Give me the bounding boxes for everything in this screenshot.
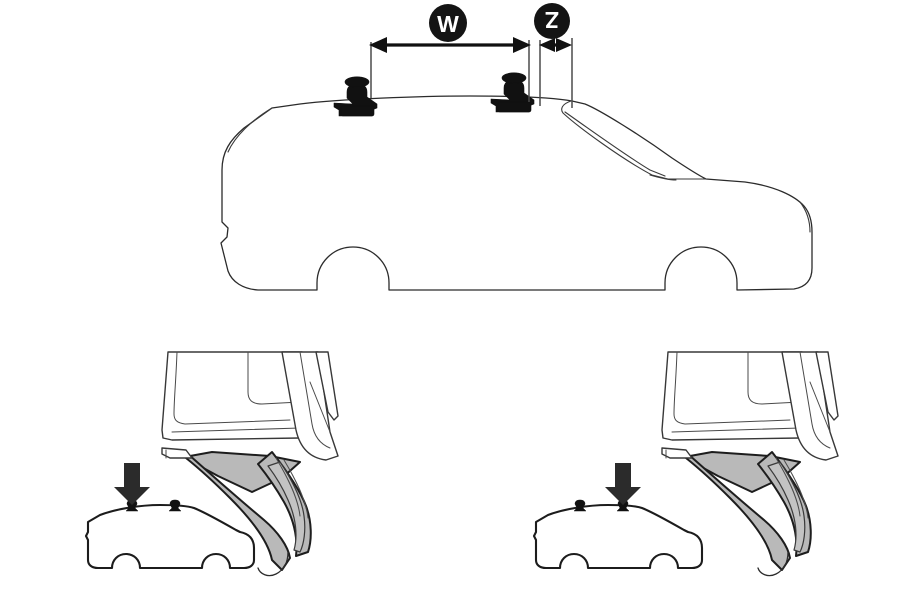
weatherstrip-return-hook-right	[757, 551, 789, 577]
dimension-z-line	[539, 38, 572, 52]
roof-rail-crease-b	[309, 381, 331, 433]
gray-fin-inner-fold-right	[767, 461, 806, 553]
badge-z-circle	[534, 3, 570, 39]
rear-rack-foot	[490, 72, 535, 113]
rear-hatch-lower-lip	[649, 174, 677, 181]
rear-hatch-spoiler	[561, 100, 707, 180]
dimension-badge-w: W	[429, 4, 467, 42]
gray-fin-inner-fold	[267, 461, 306, 553]
gray-fin-crease-2-right	[783, 459, 809, 519]
mini-vehicle-front-position	[84, 463, 256, 570]
badge-z-label: Z	[545, 7, 559, 33]
door-belt-line	[171, 427, 301, 433]
front-door-frame-detail-panel	[84, 351, 339, 577]
roof-rail-pillar-right	[781, 351, 839, 461]
gray-fin-crease-1	[275, 457, 301, 517]
badge-w-circle	[429, 4, 467, 42]
roof-rail-crease-a-right	[799, 351, 831, 449]
front-rack-foot	[333, 76, 378, 117]
weatherstrip-return-hook	[257, 551, 289, 577]
outer-rail-strip-right	[815, 351, 839, 421]
vehicle-body-outline	[220, 95, 813, 291]
outer-rail-strip	[315, 351, 339, 421]
dimension-w-line	[369, 37, 531, 53]
mini-rear-rack-foot	[168, 499, 182, 512]
rear-door-frame-detail-panel	[532, 351, 839, 577]
mini-vehicle-rear-position	[532, 463, 704, 570]
sill-tab-left-right	[661, 447, 693, 459]
door-inner-crease-upper	[173, 351, 291, 425]
rear-quarter-crease	[799, 201, 811, 233]
gray-fin-crease-2	[283, 459, 309, 519]
sill-tab-left	[161, 447, 193, 459]
roof-rail-pillar	[281, 351, 339, 461]
door-belt-line-right	[671, 427, 801, 433]
roof-rail-crease-b-right	[809, 381, 831, 433]
door-window-channel-right	[747, 351, 801, 405]
roof-rail-crease-a	[299, 351, 331, 449]
front-pillar-crease	[227, 107, 273, 153]
door-inner-crease-upper-right	[673, 351, 791, 425]
rear-hatch-inner-edge	[564, 111, 666, 177]
mini-car-outline	[84, 503, 256, 570]
mini-car-outline-right	[532, 503, 704, 570]
gray-fin-crease-1-right	[775, 457, 801, 517]
door-window-channel	[247, 351, 301, 405]
dimension-badge-z: Z	[534, 3, 570, 39]
main-vehicle-view: W Z	[220, 3, 813, 291]
mini-front-rack-foot-right	[573, 499, 587, 512]
down-arrow-rear	[605, 463, 641, 505]
down-arrow-front	[114, 463, 150, 505]
badge-w-label: W	[437, 11, 459, 37]
